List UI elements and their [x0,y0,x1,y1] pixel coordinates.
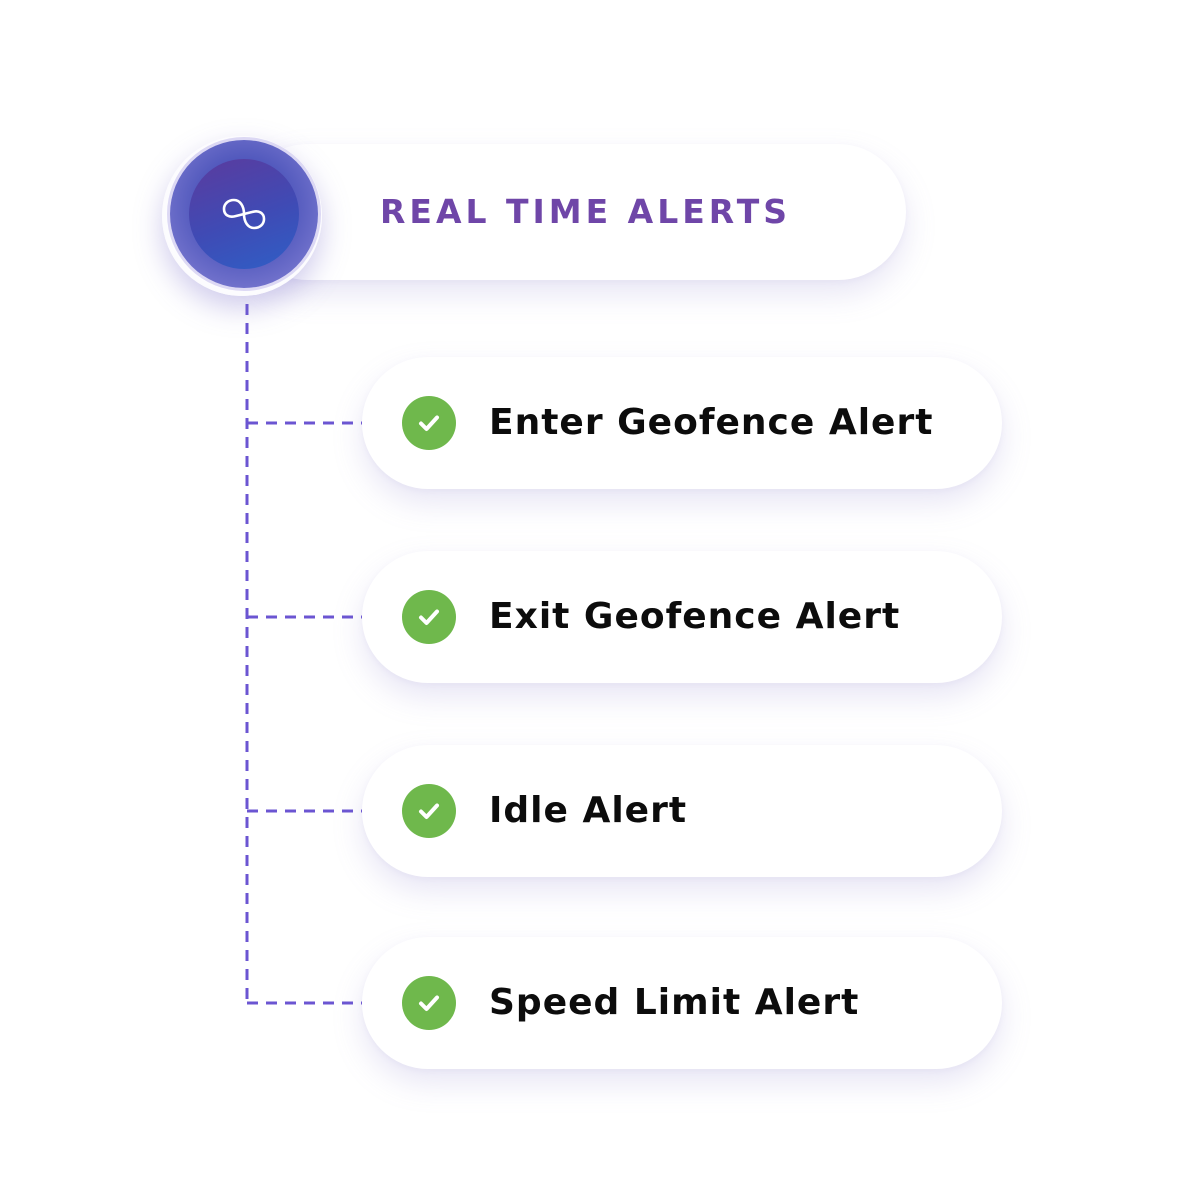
infinity-loop-icon [189,159,299,269]
list-item-label: Exit Geofence Alert [489,596,901,637]
check-circle-icon [402,396,456,450]
check-circle-icon [402,590,456,644]
header-title: REAL TIME ALERTS [380,192,791,231]
check-circle-icon [402,976,456,1030]
header-pill [240,144,906,280]
list-item-label: Enter Geofence Alert [489,402,934,443]
list-item-enter-geofence: Enter Geofence Alert [362,357,1002,489]
list-item-exit-geofence: Exit Geofence Alert [362,551,1002,683]
check-circle-icon [402,784,456,838]
list-item-idle: Idle Alert [362,745,1002,877]
list-item-speed-limit: Speed Limit Alert [362,937,1002,1069]
list-item-label: Speed Limit Alert [489,982,860,1023]
list-item-label: Idle Alert [489,790,688,831]
